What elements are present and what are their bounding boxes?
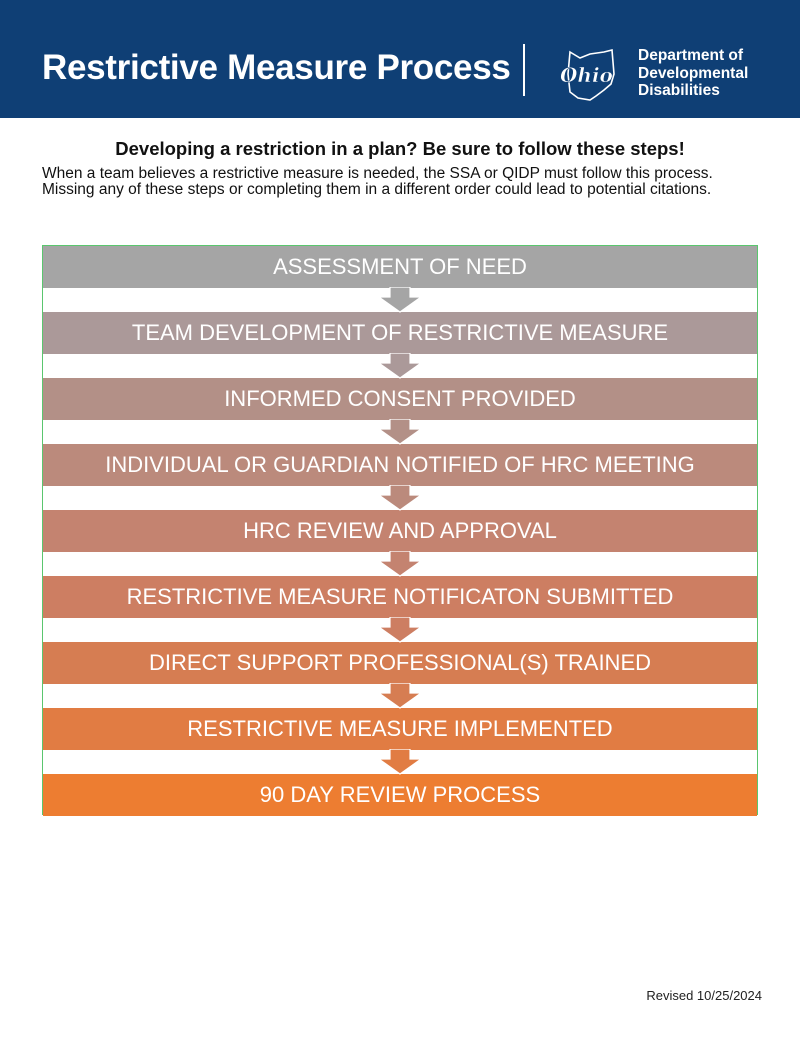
- department-line: Department of: [638, 47, 744, 64]
- page-title: Restrictive Measure Process: [42, 48, 511, 87]
- department-line: Disabilities: [638, 82, 720, 99]
- ohio-logo-text: Ohio: [560, 63, 613, 87]
- down-arrow-icon: [378, 287, 422, 313]
- process-step: HRC REVIEW AND APPROVAL: [43, 510, 757, 552]
- process-step: 90 DAY REVIEW PROCESS: [43, 774, 757, 816]
- process-step: RESTRICTIVE MEASURE NOTIFICATON SUBMITTE…: [43, 576, 757, 618]
- down-arrow-icon: [378, 683, 422, 709]
- process-step: INDIVIDUAL OR GUARDIAN NOTIFIED OF HRC M…: [43, 444, 757, 486]
- department-line: Developmental: [638, 64, 749, 82]
- revised-date: Revised 10/25/2024: [646, 988, 762, 1003]
- process-step: INFORMED CONSENT PROVIDED: [43, 378, 757, 420]
- down-arrow-icon: [378, 485, 422, 511]
- header-banner: Restrictive Measure Process Ohio Departm…: [0, 0, 800, 118]
- process-flowchart: ASSESSMENT OF NEED TEAM DEVELOPMENT OF RE…: [42, 245, 758, 816]
- department-name: Department of Developmental Disabilities: [638, 47, 748, 100]
- process-step: TEAM DEVELOPMENT OF RESTRICTIVE MEASURE: [43, 312, 757, 354]
- process-step: ASSESSMENT OF NEED: [43, 246, 757, 288]
- process-step: DIRECT SUPPORT PROFESSIONAL(S) TRAINED: [43, 642, 757, 684]
- down-arrow-icon: [378, 419, 422, 445]
- down-arrow-icon: [378, 617, 422, 643]
- header-divider: [523, 44, 525, 96]
- down-arrow-icon: [378, 353, 422, 379]
- subheading: Developing a restriction in a plan? Be s…: [115, 138, 685, 159]
- ohio-logo-icon: Ohio: [560, 48, 615, 101]
- process-step: RESTRICTIVE MEASURE IMPLEMENTED: [43, 708, 757, 750]
- down-arrow-icon: [378, 749, 422, 775]
- down-arrow-icon: [378, 551, 422, 577]
- intro-paragraph: When a team believes a restrictive measu…: [42, 165, 713, 198]
